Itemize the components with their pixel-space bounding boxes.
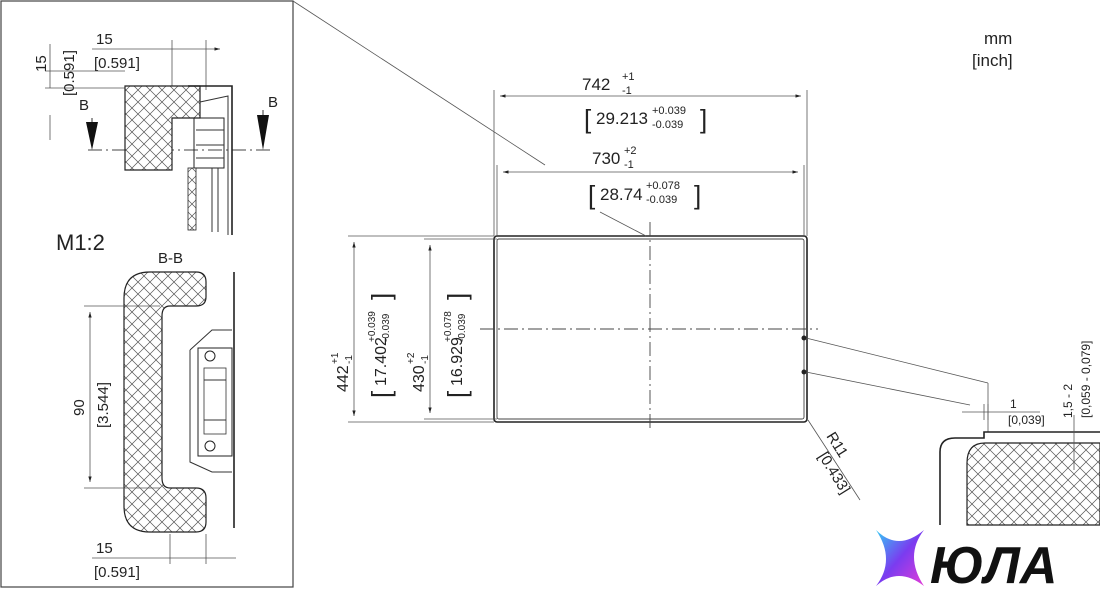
bottom-section-part (123, 271, 235, 533)
scale-label: M1:2 (56, 230, 105, 255)
outer-width-inch: 29.213 (596, 109, 648, 128)
outer-height-tol-up: +1 (330, 352, 341, 364)
outer-width-inch-tol-up: +0.039 (652, 105, 686, 117)
bottom-dim-h-value: 15 (96, 540, 113, 557)
inner-width-dimension: 730 +2 -1 [ 28.74 +0.078 -0.039 ] (496, 145, 805, 236)
edge-gap-inch: [0,039] (1008, 413, 1045, 427)
top-dim-h-inch: [0.591] (94, 55, 140, 72)
top-horizontal-dimension: 15 [0.591] (92, 31, 220, 90)
top-dim-v-value: 15 (33, 55, 50, 72)
bottom-dim-h-inch: [0.591] (94, 564, 140, 581)
inner-width-inch-tol-dn: -0.039 (646, 194, 677, 206)
inner-width-inch-tol-up: +0.078 (646, 180, 680, 192)
svg-text:742: 742 (582, 75, 610, 94)
top-section-part (124, 85, 233, 235)
svg-text:]: ] (366, 293, 396, 300)
outer-height-inch: 17.402 (373, 337, 390, 386)
svg-text:B: B (268, 94, 278, 111)
svg-text:]: ] (694, 180, 701, 210)
edge-section-part: 1 [0,039] 1,5 - 2 [0,059 - 0,079] (939, 341, 1100, 526)
outer-width-dimension: 742 +1 -1 [ 29.213 +0.039 -0.039 ] (493, 71, 808, 236)
svg-text:]: ] (442, 293, 472, 300)
logo-text: ЮЛА (930, 537, 1057, 589)
outer-height-value: 442 (335, 365, 352, 392)
outer-height-inch-tol-dn: -0.039 (381, 313, 392, 342)
units-mm: mm (984, 29, 1012, 48)
svg-text:[: [ (366, 390, 396, 398)
inner-height-inch: 16.929 (449, 337, 466, 386)
outer-width-tol-up: +1 (622, 71, 635, 83)
radius-callout: R11 [0.433] (807, 419, 861, 501)
radius-inch: [0.433] (815, 449, 854, 497)
edge-detail-leaders (801, 335, 989, 432)
detail-panel-frame (0, 0, 294, 588)
top-dim-v-inch: [0.591] (61, 50, 78, 96)
outer-width-value: 742 (582, 75, 610, 94)
bottom-dim-v-value: 90 (71, 399, 88, 416)
inner-height-inch-tol-up: +0.078 (443, 311, 454, 342)
edge-thickness-value: 1,5 - 2 (1061, 384, 1075, 418)
leader-line (599, 211, 647, 237)
inner-height-inch-tol-dn: -0.039 (457, 313, 468, 342)
svg-text:]: ] (700, 104, 707, 134)
inner-height-dimension: 430 +2 -1 [ 16.929 +0.078 -0.039 ] (406, 238, 497, 420)
outer-height-dimension: 442 +1 -1 [ 17.402 +0.039 -0.039 ] (330, 235, 494, 423)
cutout-outline (480, 222, 818, 432)
outer-height-tol-dn: -1 (344, 355, 355, 364)
outer-width-inch-tol-dn: -0.039 (652, 119, 683, 131)
inner-width-tol-dn: -1 (624, 159, 634, 171)
svg-text:[: [ (588, 180, 596, 210)
top-vertical-dimension: 15 [0.591] (33, 44, 125, 140)
section-marker-right: B (257, 94, 278, 150)
units-inch: [inch] (972, 51, 1013, 70)
inner-width-inch: 28.74 (600, 185, 643, 204)
youla-logo: ЮЛА (876, 530, 1057, 589)
inner-height-tol-dn: -1 (420, 355, 431, 364)
inner-height-tol-up: +2 (406, 352, 417, 364)
svg-text:[: [ (584, 104, 592, 134)
section-marker-left: B (79, 97, 98, 150)
leader-line (292, 0, 546, 166)
edge-thickness-inch: [0,059 - 0,079] (1079, 341, 1093, 418)
bottom-vertical-dimension: 90 [3.544] (71, 305, 160, 489)
bottom-dim-v-inch: [3.544] (95, 382, 112, 428)
outer-width-tol-dn: -1 (622, 85, 632, 97)
inner-height-value: 430 (411, 365, 428, 392)
top-dim-h-value: 15 (96, 31, 113, 48)
section-title: B-B (158, 250, 183, 267)
logo-mark-icon (876, 530, 924, 586)
bottom-horizontal-dimension: 15 [0.591] (92, 534, 236, 581)
inner-width-value: 730 (592, 149, 620, 168)
edge-gap-value: 1 (1010, 397, 1017, 411)
outer-height-inch-tol-up: +0.039 (367, 311, 378, 342)
svg-text:B: B (79, 97, 89, 114)
inner-width-tol-up: +2 (624, 145, 637, 157)
svg-text:[: [ (442, 390, 472, 398)
